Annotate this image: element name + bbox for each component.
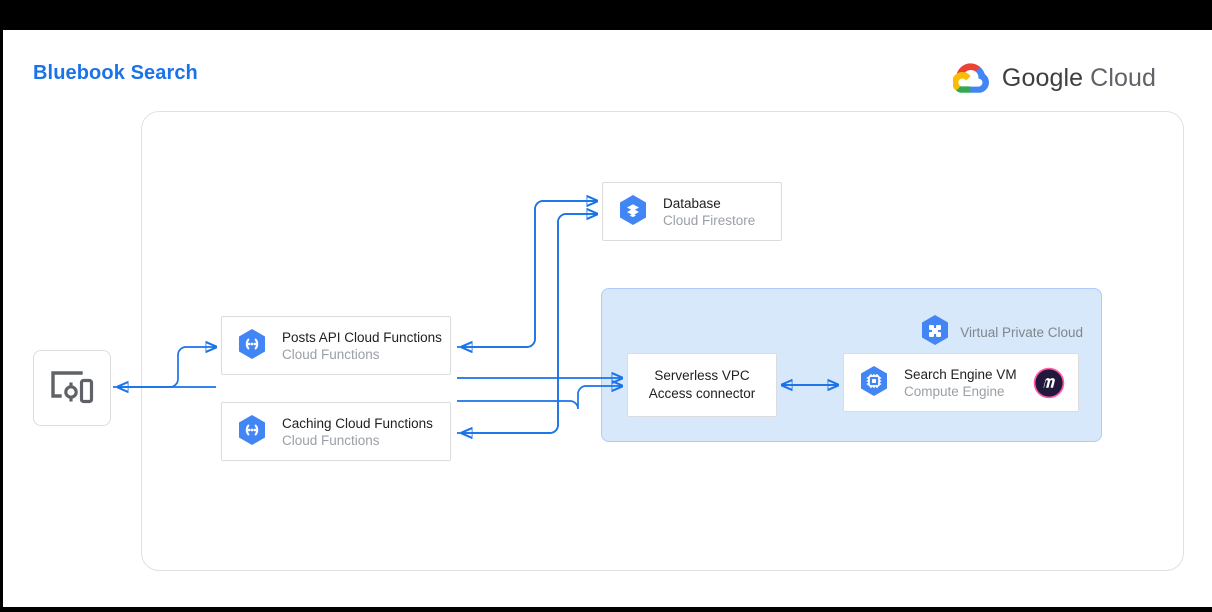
cloud-firestore-icon <box>617 194 649 230</box>
cloud-functions-icon <box>236 328 268 364</box>
node-posts-subtitle: Cloud Functions <box>282 346 380 362</box>
multiple-devices-icon <box>51 371 94 404</box>
brand-google: Google <box>1001 63 1084 92</box>
vpc-connector-line2: Access connector <box>648 386 756 401</box>
node-database[interactable]: Database Cloud Firestore <box>602 182 786 245</box>
node-caching-cloud-functions[interactable]: Caching Cloud Functions Cloud Functions <box>221 402 462 472</box>
google-cloud-wordmark: Google Cloud <box>1002 64 1156 93</box>
node-posts-title: Posts API Cloud Functions <box>282 329 442 345</box>
node-vm-subtitle: Compute Engine <box>904 383 1005 399</box>
node-search-engine-vm[interactable]: Search Engine VM Compute Engine <box>843 353 1083 416</box>
left-edge-bar <box>0 30 3 607</box>
meilisearch-logo <box>1033 367 1065 398</box>
node-database-subtitle: Cloud Firestore <box>663 212 756 228</box>
vpc-group-label-text: Virtual Private Cloud <box>960 324 1083 340</box>
serverless-vpc-access-connector-box[interactable]: Serverless VPC Access connector <box>627 353 777 417</box>
node-vm-title: Search Engine VM <box>904 366 1017 382</box>
node-database-title: Database <box>663 195 721 211</box>
brand-product: Cloud <box>1090 63 1156 92</box>
node-caching-subtitle: Cloud Functions <box>282 432 380 448</box>
bottom-letterbox-bar <box>0 607 1212 612</box>
page-title: Bluebook Search <box>33 62 198 84</box>
client-device-node[interactable] <box>33 350 111 426</box>
vpc-connector-line1: Serverless VPC <box>654 368 750 383</box>
google-cloud-logo-icon <box>952 63 989 93</box>
google-cloud-logo: Google Cloud <box>952 62 1156 94</box>
top-letterbox-bar <box>0 0 1212 30</box>
compute-engine-icon <box>858 365 890 401</box>
cloud-functions-icon <box>236 414 268 450</box>
virtual-private-cloud-icon <box>922 315 949 345</box>
node-posts-api-cloud-functions[interactable]: Posts API Cloud Functions Cloud Function… <box>221 316 462 386</box>
vpc-group-label: Virtual Private Cloud <box>919 314 1083 350</box>
node-caching-title: Caching Cloud Functions <box>282 415 433 431</box>
